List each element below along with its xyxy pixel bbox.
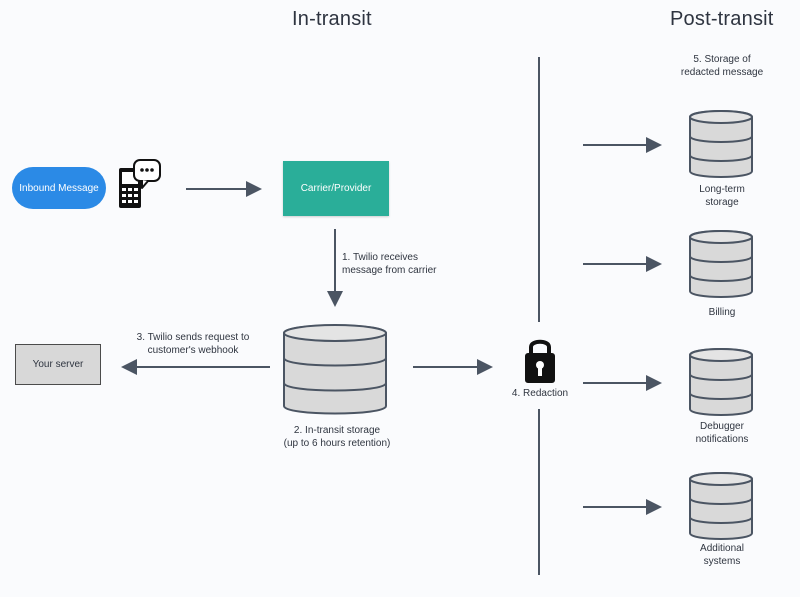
step-3-line-2: customer's webhook — [147, 345, 239, 356]
long-term-storage-line-1: Long-term — [699, 184, 745, 195]
database-icon — [689, 472, 753, 540]
carrier-provider-node: Carrier/Provider — [283, 161, 389, 216]
step-1-line-2: message from carrier — [342, 265, 437, 276]
billing-label: Billing — [708, 307, 736, 318]
step-2-line-2: (up to 6 hours retention) — [283, 438, 391, 449]
long-term-storage-label: Long-term storage — [683, 183, 761, 209]
debugger-notifications-line-1: Debugger — [700, 421, 744, 432]
your-server-node: Your server — [15, 344, 101, 385]
carrier-provider-label: Carrier/Provider — [300, 183, 372, 194]
section-title-in-transit: In-transit — [292, 8, 372, 30]
step-3-line-1: 3. Twilio sends request to — [136, 332, 250, 343]
database-icon — [689, 348, 753, 416]
lock-icon — [525, 339, 555, 383]
debugger-notifications-label: Debugger notifications — [680, 420, 764, 446]
step-5-line-1: 5. Storage of — [693, 54, 751, 65]
database-icon — [283, 324, 387, 415]
section-title-post-transit: Post-transit — [670, 8, 774, 30]
additional-systems-line-2: systems — [703, 556, 741, 567]
database-icon — [689, 230, 753, 298]
your-server-label: Your server — [32, 359, 84, 370]
step-2-label: 2. In-transit storage (up to 6 hours ret… — [262, 424, 412, 450]
additional-systems-line-1: Additional — [700, 543, 744, 554]
chat-bubble-icon — [133, 159, 161, 189]
database-icon — [689, 110, 753, 178]
step-4-label: 4. Redaction — [511, 388, 569, 399]
inbound-message-node: Inbound Message — [12, 167, 106, 209]
step-1-line-1: 1. Twilio receives — [342, 252, 418, 263]
long-term-storage-line-2: storage — [705, 197, 739, 208]
step-3-label: 3. Twilio sends request to customer's we… — [126, 331, 260, 357]
inbound-message-label: Inbound Message — [19, 182, 99, 194]
step-5-line-2: redacted message — [680, 67, 764, 78]
step-1-label: 1. Twilio receives message from carrier — [342, 251, 436, 277]
step-5-label: 5. Storage of redacted message — [668, 53, 776, 79]
step-2-line-1: 2. In-transit storage — [293, 425, 381, 436]
additional-systems-label: Additional systems — [683, 542, 761, 568]
debugger-notifications-line-2: notifications — [695, 434, 749, 445]
